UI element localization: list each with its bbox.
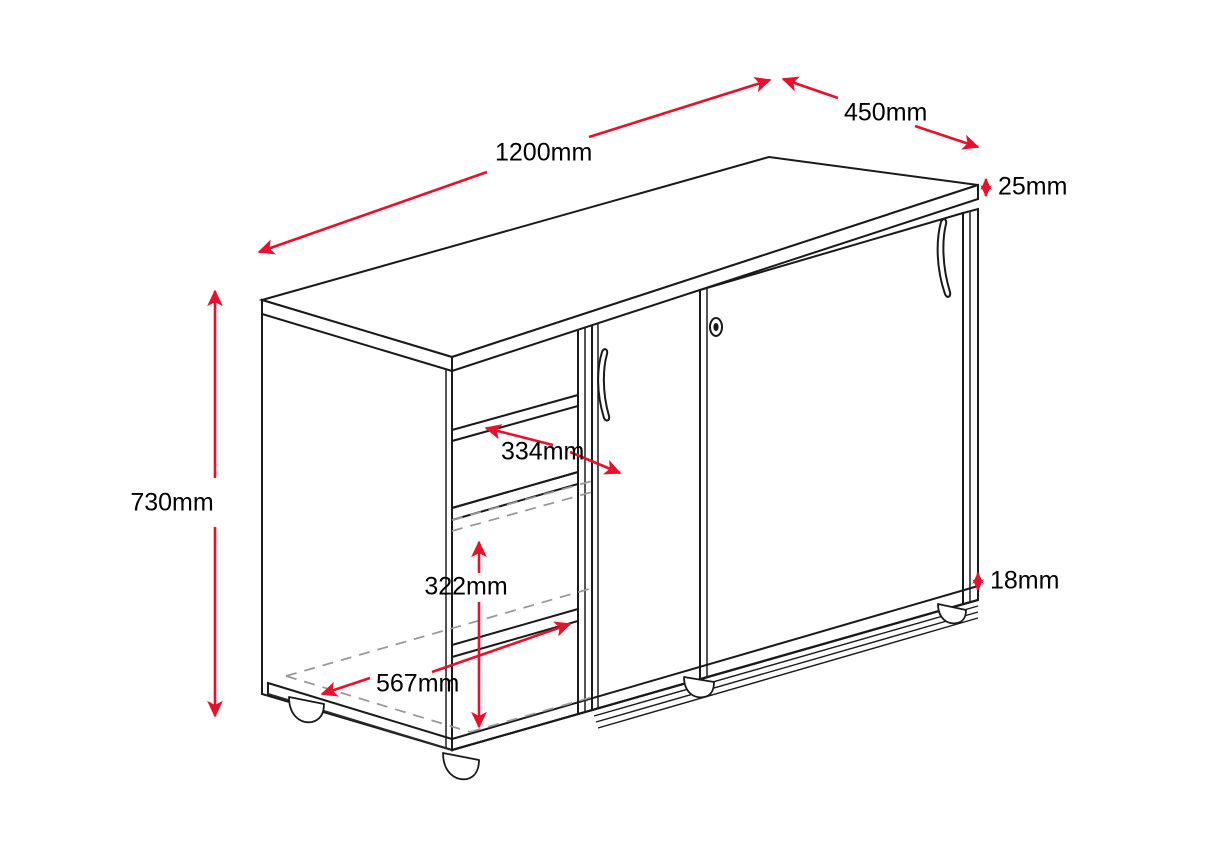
left-door-handle[interactable]: [597, 348, 611, 422]
track-groove-3: [595, 611, 979, 723]
top-panel-right-edge: [451, 183, 979, 373]
dimension-shelf-depth: 334mm: [484, 424, 622, 475]
dimension-width-label: 1200mm: [495, 139, 592, 167]
dimension-width: 1200mm: [257, 77, 772, 255]
dimension-depth-label: 450mm: [844, 99, 927, 127]
cabinet-foot-right: [937, 603, 967, 625]
dimension-base-depth-line-right: [431, 621, 572, 674]
dimension-base-depth-line-left: [320, 676, 371, 697]
cabinet-foot-left: [288, 696, 325, 724]
dimension-top-thickness: 25mm: [980, 173, 1067, 201]
base-hidden-back-left: [285, 675, 471, 733]
left-sliding-door[interactable]: [591, 288, 701, 712]
dimension-compartment-height-label: 322mm: [424, 573, 507, 601]
dimension-annotations: 1200mm 450mm 25mm 730mm 334mm: [130, 76, 1067, 729]
dimension-shelf-depth-line-right: [569, 450, 622, 475]
cabinet-foot-front: [442, 752, 480, 781]
right-door-handle[interactable]: [936, 218, 952, 298]
dimension-height-label: 730mm: [130, 489, 213, 517]
dimension-width-line-left: [257, 170, 488, 255]
dimension-shelf-depth-line-left: [484, 424, 554, 447]
dimension-width-line-right: [588, 77, 772, 139]
cabinet-foot-middle: [683, 676, 715, 699]
dimension-base-depth-label: 567mm: [376, 670, 459, 698]
dimension-panel-thickness-label: 18mm: [990, 567, 1059, 595]
door-lock-keyhole: [713, 323, 719, 331]
track-groove-2: [593, 605, 979, 717]
dimension-base-depth: 567mm: [320, 621, 572, 698]
dimension-height: 730mm: [130, 289, 223, 718]
base-hidden-back-right: [285, 586, 597, 677]
dimension-depth-line-left: [781, 76, 839, 100]
dimension-panel-thickness: 18mm: [972, 567, 1059, 595]
track-groove-4: [597, 617, 979, 729]
dimension-top-thickness-label: 25mm: [998, 173, 1067, 201]
dimension-depth-line-right: [914, 124, 980, 150]
dimension-compartment-height: 322mm: [424, 540, 508, 729]
plinth-bottom-line: [451, 599, 979, 751]
cabinet-body: [258, 155, 979, 781]
dimension-shelf-depth-label: 334mm: [501, 438, 584, 466]
dimension-depth: 450mm: [781, 76, 980, 150]
base-hidden-front-right: [469, 695, 597, 733]
right-sliding-door[interactable]: [699, 211, 964, 681]
